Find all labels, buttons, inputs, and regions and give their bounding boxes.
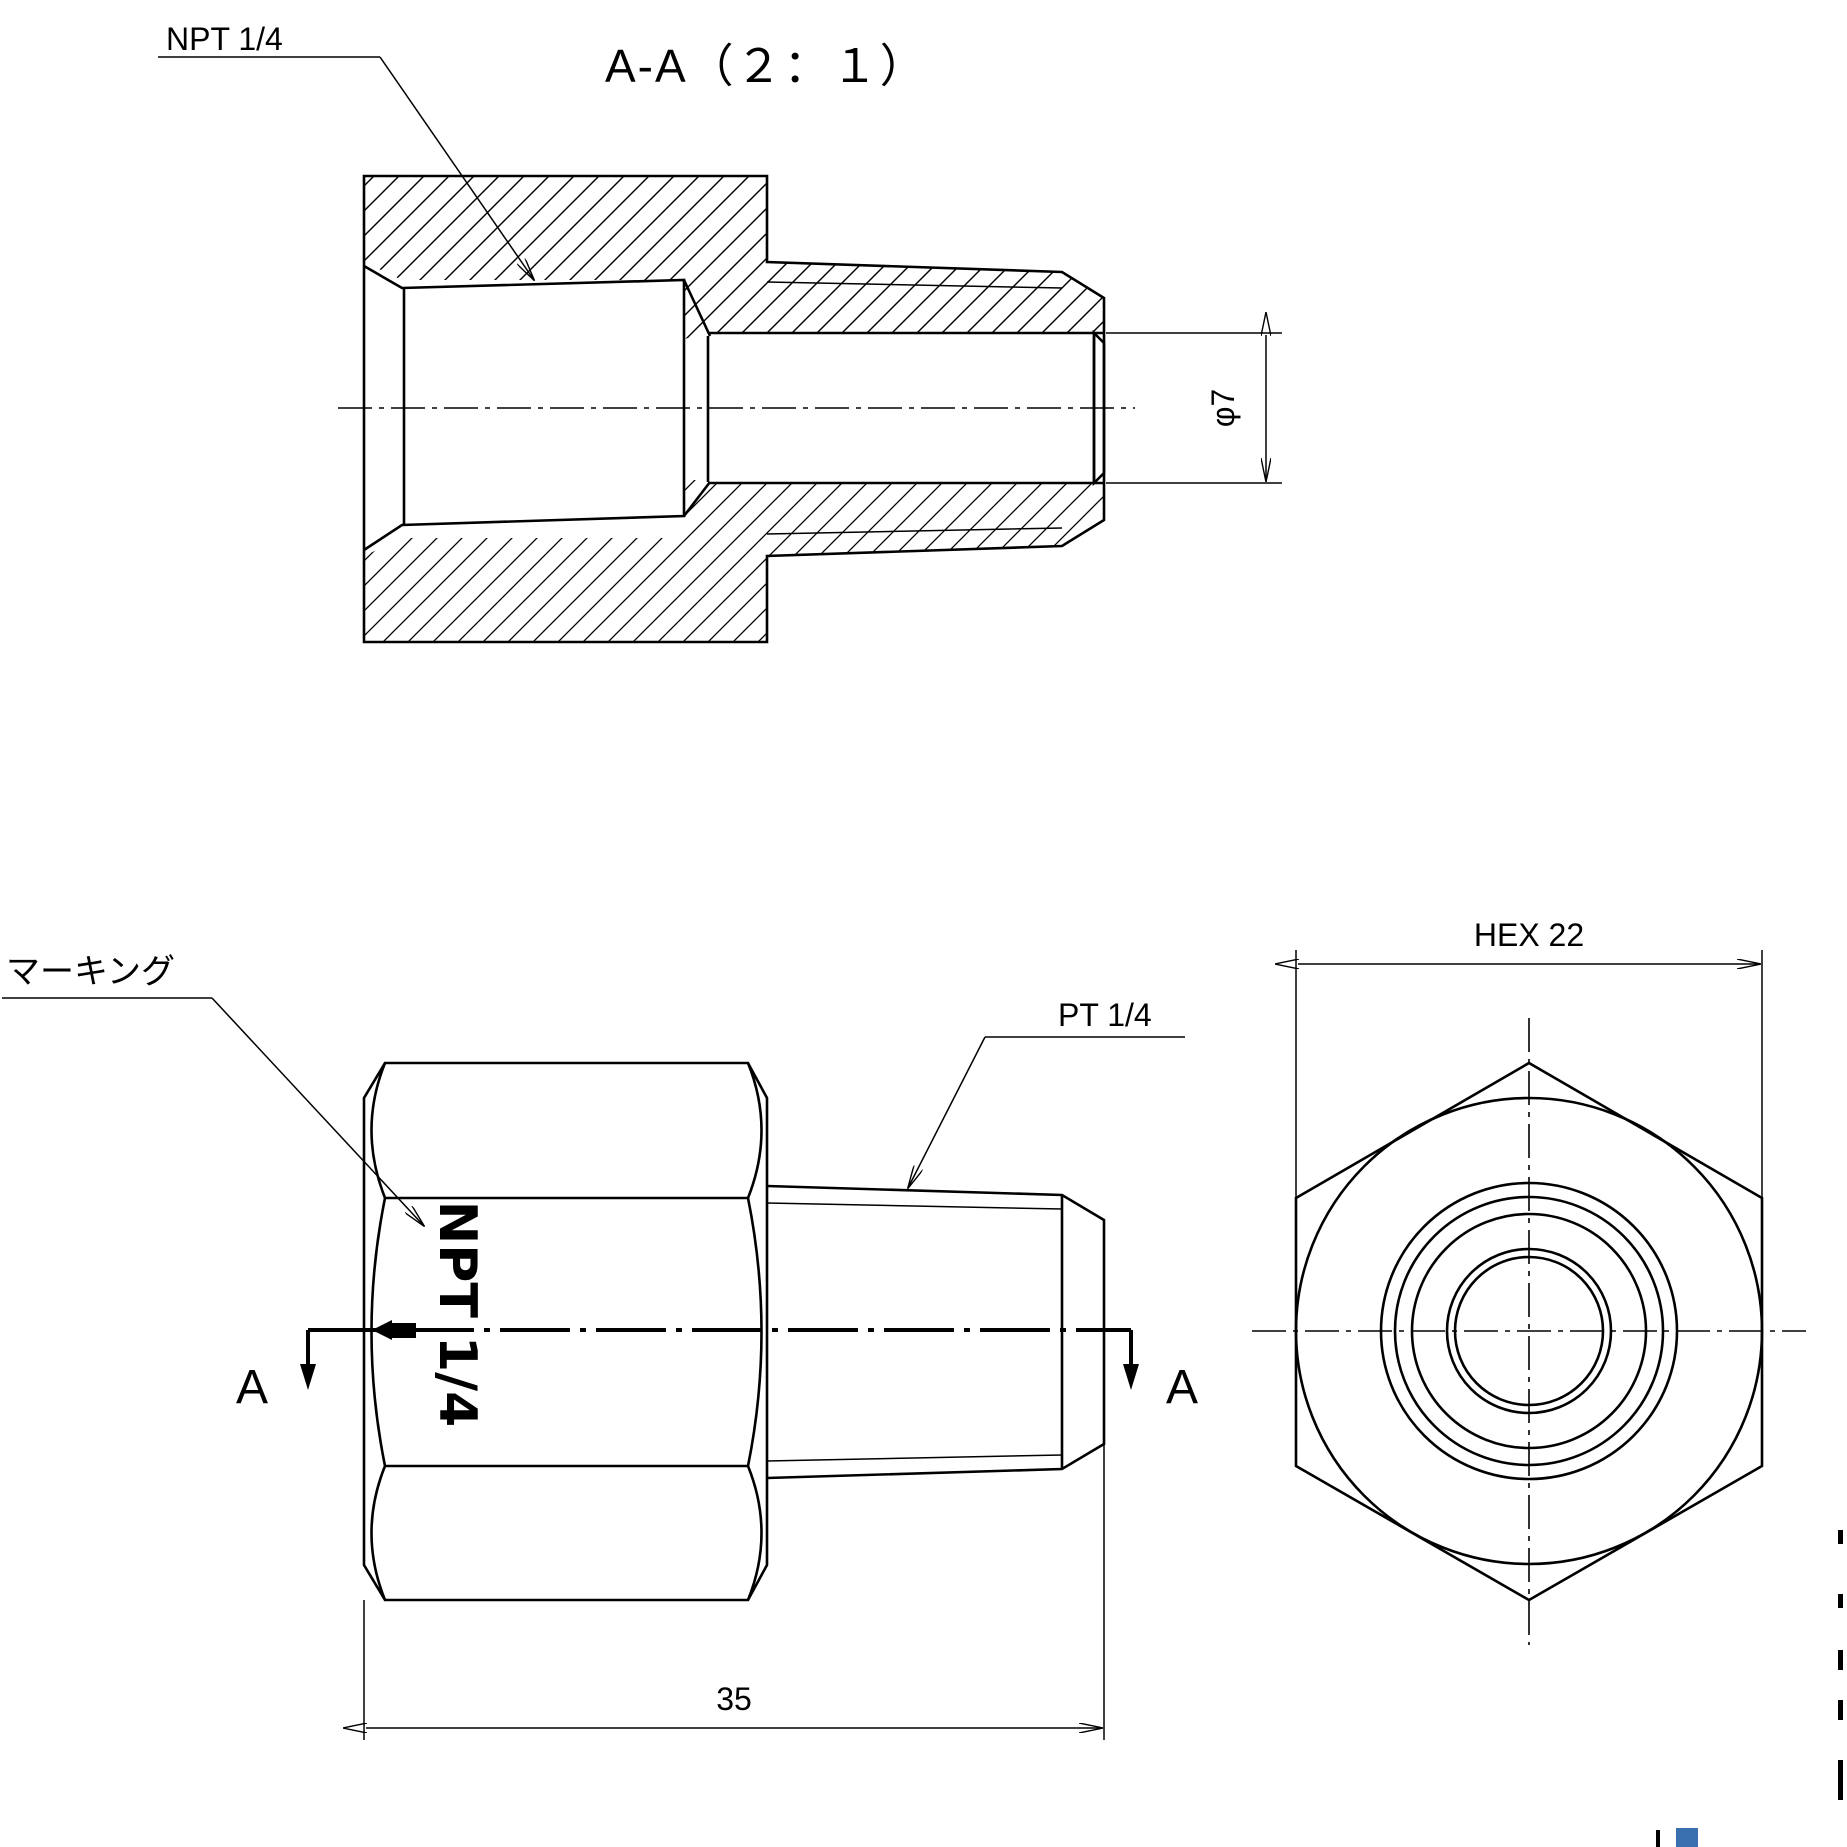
hatch-fill-bottom [364, 477, 1104, 642]
pt-callout-label: PT 1/4 [1058, 997, 1152, 1033]
cutting-plane-arrow-right [1123, 1364, 1139, 1390]
npt-callout-label: NPT 1/4 [166, 21, 283, 57]
thread-minor-bottom [766, 527, 1063, 535]
hex-arc-right-top [746, 1062, 763, 1199]
front-view: A A NPT 1/4 マーキング PT 1/4 35 [2, 952, 1198, 1740]
hex-arc-left-bottom [370, 1465, 387, 1601]
section-label-left: A [236, 1361, 268, 1414]
npt-callout-leader [379, 56, 534, 280]
cutting-plane-block [390, 1323, 416, 1338]
end-view: HEX 22 [1252, 917, 1806, 1645]
hex-arc-right-bottom [746, 1465, 763, 1601]
pt-callout-leader [908, 1036, 986, 1188]
marking-callout-leader [211, 997, 424, 1226]
npt-bore-outline [363, 264, 686, 552]
section-title: A-A（２：１） [605, 40, 928, 92]
cutting-plane-tip [372, 1320, 392, 1340]
spigot-thread-top [766, 1202, 1063, 1210]
page-edge-marks [1656, 1530, 1843, 1847]
thread-minor-top [766, 281, 1063, 289]
section-view: A-A（２：１） NPT 1/4 φ7 [158, 21, 1282, 644]
hatch-fill-top [364, 176, 1104, 339]
marking-text: NPT 1/4 [427, 1201, 487, 1428]
section-outline [362, 174, 1106, 644]
bore-step-top [682, 279, 712, 337]
hex-arc-left-top [370, 1062, 387, 1199]
length-dimension-label: 35 [716, 1681, 752, 1717]
marking-callout-label: マーキング [6, 952, 175, 992]
bore-step-bottom [682, 481, 712, 517]
spigot-thread-bottom [766, 1454, 1063, 1462]
hex-dimension-label: HEX 22 [1474, 917, 1584, 953]
cutting-plane-arrow-left [300, 1364, 316, 1390]
bore-dimension-label: φ7 [1205, 389, 1241, 428]
section-label-right: A [1166, 1361, 1198, 1414]
